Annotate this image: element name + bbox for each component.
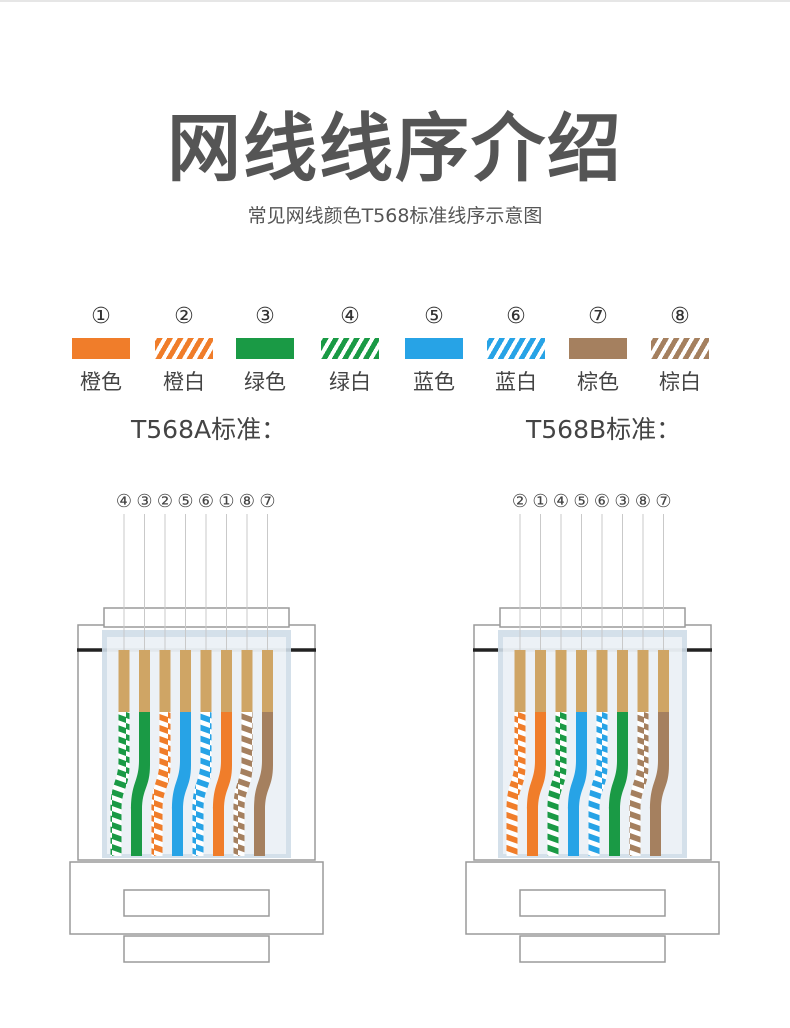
wire (650, 712, 669, 856)
pin-number: ④ (553, 491, 569, 512)
legend-number: ③ (255, 304, 275, 329)
wire (192, 712, 212, 856)
legend-number: ① (91, 304, 111, 329)
housing-top (103, 607, 290, 628)
gold-contact (200, 650, 212, 712)
gold-contact (596, 650, 608, 712)
legend-number: ⑦ (588, 304, 608, 329)
gold-contact (180, 650, 191, 712)
wire (131, 712, 150, 856)
page-title: 网线线序介绍 (167, 106, 623, 192)
gold-contact (241, 650, 253, 712)
pin-number: ④ (116, 491, 132, 512)
wire (110, 712, 130, 856)
wire (254, 712, 273, 856)
legend-item: ⑦ 棕色 (563, 300, 633, 397)
wire (233, 712, 253, 856)
pin-number: ③ (136, 491, 152, 512)
legend-item: ⑤ 蓝色 (399, 300, 469, 397)
gold-contact (262, 650, 273, 712)
color-swatch (321, 338, 379, 359)
top-divider (0, 0, 790, 2)
gold-contact (535, 650, 546, 712)
gold-contact (576, 650, 587, 712)
color-swatch (72, 338, 130, 359)
t568b-label: T568B标准： (526, 415, 682, 444)
pin-number: ⑥ (198, 491, 214, 512)
legend-label: 橙色 (80, 370, 122, 394)
pin-number: ① (218, 491, 234, 512)
wire (588, 712, 608, 856)
pin-number: ① (532, 491, 548, 512)
t568a-label: T568A标准： (131, 415, 287, 444)
gold-contact (221, 650, 232, 712)
gold-contact (139, 650, 150, 712)
pin-number: ⑧ (239, 491, 255, 512)
pin-number: ⑦ (655, 491, 671, 512)
legend-item: ② 橙白 (149, 300, 219, 397)
gold-contact (637, 650, 649, 712)
legend-item: ⑥ 蓝白 (481, 300, 551, 397)
pin-number: ② (157, 491, 173, 512)
base-slot (519, 889, 666, 917)
page-subtitle: 常见网线颜色T568标准线序示意图 (247, 205, 543, 227)
wire (213, 712, 232, 856)
legend-label: 橙白 (163, 370, 205, 394)
legend-label: 绿白 (329, 370, 371, 394)
pin-number: ② (512, 491, 528, 512)
legend-item: ④ 绿白 (315, 300, 385, 397)
wire (609, 712, 628, 856)
gold-contact (159, 650, 171, 712)
pin-number: ⑤ (573, 491, 589, 512)
gold-contact (555, 650, 567, 712)
wire (547, 712, 567, 856)
wire (527, 712, 546, 856)
wire (506, 712, 526, 856)
wire (568, 712, 587, 856)
legend-item: ① 橙色 (66, 300, 136, 397)
legend-number: ⑥ (506, 304, 526, 329)
color-swatch (405, 338, 463, 359)
legend-number: ⑧ (670, 304, 690, 329)
legend-number: ⑤ (424, 304, 444, 329)
legend-label: 棕白 (659, 370, 701, 394)
color-swatch (569, 338, 627, 359)
legend-label: 蓝色 (413, 370, 455, 394)
legend-label: 绿色 (244, 370, 286, 394)
connector-tail (123, 935, 270, 963)
wire (172, 712, 191, 856)
color-swatch (651, 338, 709, 359)
legend-item: ③ 绿色 (230, 300, 300, 397)
housing-top (499, 607, 686, 628)
base-slot (123, 889, 270, 917)
gold-contact (514, 650, 526, 712)
connector-tail (519, 935, 666, 963)
gold-contact (118, 650, 130, 712)
wire (629, 712, 649, 856)
gold-contact (617, 650, 628, 712)
gold-contact (658, 650, 669, 712)
legend-item: ⑧ 棕白 (645, 300, 715, 397)
pin-number: ③ (614, 491, 630, 512)
color-swatch (155, 338, 213, 359)
pin-number: ⑥ (594, 491, 610, 512)
legend-number: ② (174, 304, 194, 329)
color-swatch (487, 338, 545, 359)
pin-number: ⑤ (177, 491, 193, 512)
legend-number: ④ (340, 304, 360, 329)
color-swatch (236, 338, 294, 359)
legend-label: 棕色 (577, 370, 619, 394)
pin-number: ⑦ (259, 491, 275, 512)
wire (151, 712, 171, 856)
legend-label: 蓝白 (495, 370, 537, 394)
pin-number: ⑧ (635, 491, 651, 512)
